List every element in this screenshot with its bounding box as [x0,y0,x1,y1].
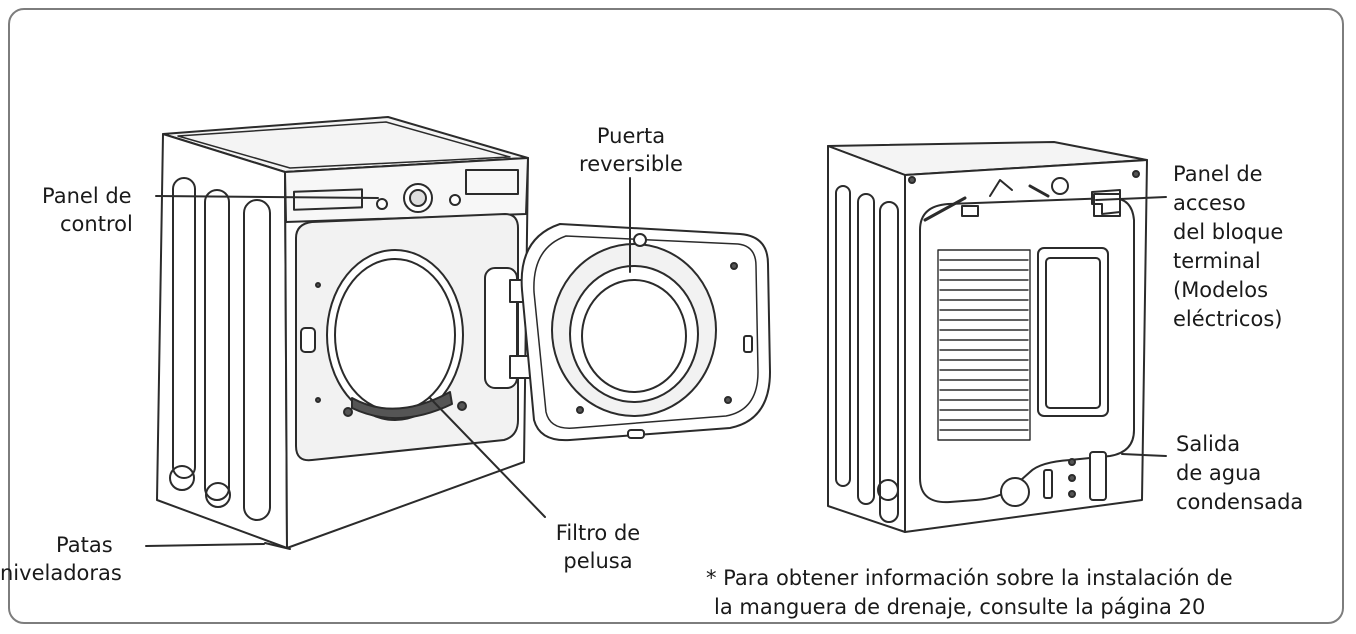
label-line: de agua [1176,461,1262,485]
footnote: * Para obtener información sobre la inst… [706,564,1233,622]
front-dryer [156,116,537,550]
footnote-line: * Para obtener información sobre la inst… [706,566,1233,590]
label-line: acceso [1173,191,1246,215]
label-line: Salida [1176,432,1241,456]
label-line: Puerta [596,124,666,148]
label-line: Patas [56,533,113,557]
leader-lines [145,177,1167,547]
label-line: (Modelos [1173,278,1269,302]
label-line: Panel de [42,184,132,208]
label-line: reversible [579,152,683,176]
label-condensed-water-outlet: Salida de agua condensada [1176,430,1303,517]
label-line: pelusa [563,549,633,573]
diagram-frame [8,8,1344,624]
label-reversible-door: Puerta reversible [572,122,690,178]
label-line: terminal [1173,249,1261,273]
label-line: niveladoras [0,561,122,585]
label-line: eléctricos) [1173,307,1283,331]
label-lint-filter: Filtro de pelusa [548,519,648,575]
rear-dryer [827,141,1148,533]
label-leveling-feet: Patas niveladoras [0,531,122,587]
label-line: Filtro de [555,521,641,545]
label-control-panel: Panel de control [42,182,133,238]
label-line: condensada [1176,490,1304,514]
label-line: del bloque [1173,220,1284,244]
footnote-line: la manguera de drenaje, consulte la pági… [714,595,1206,619]
label-line: Panel de [1173,162,1263,186]
label-line: control [60,212,133,236]
open-door [520,223,771,442]
label-terminal-block-panel: Panel de acceso del bloque terminal (Mod… [1173,160,1283,334]
